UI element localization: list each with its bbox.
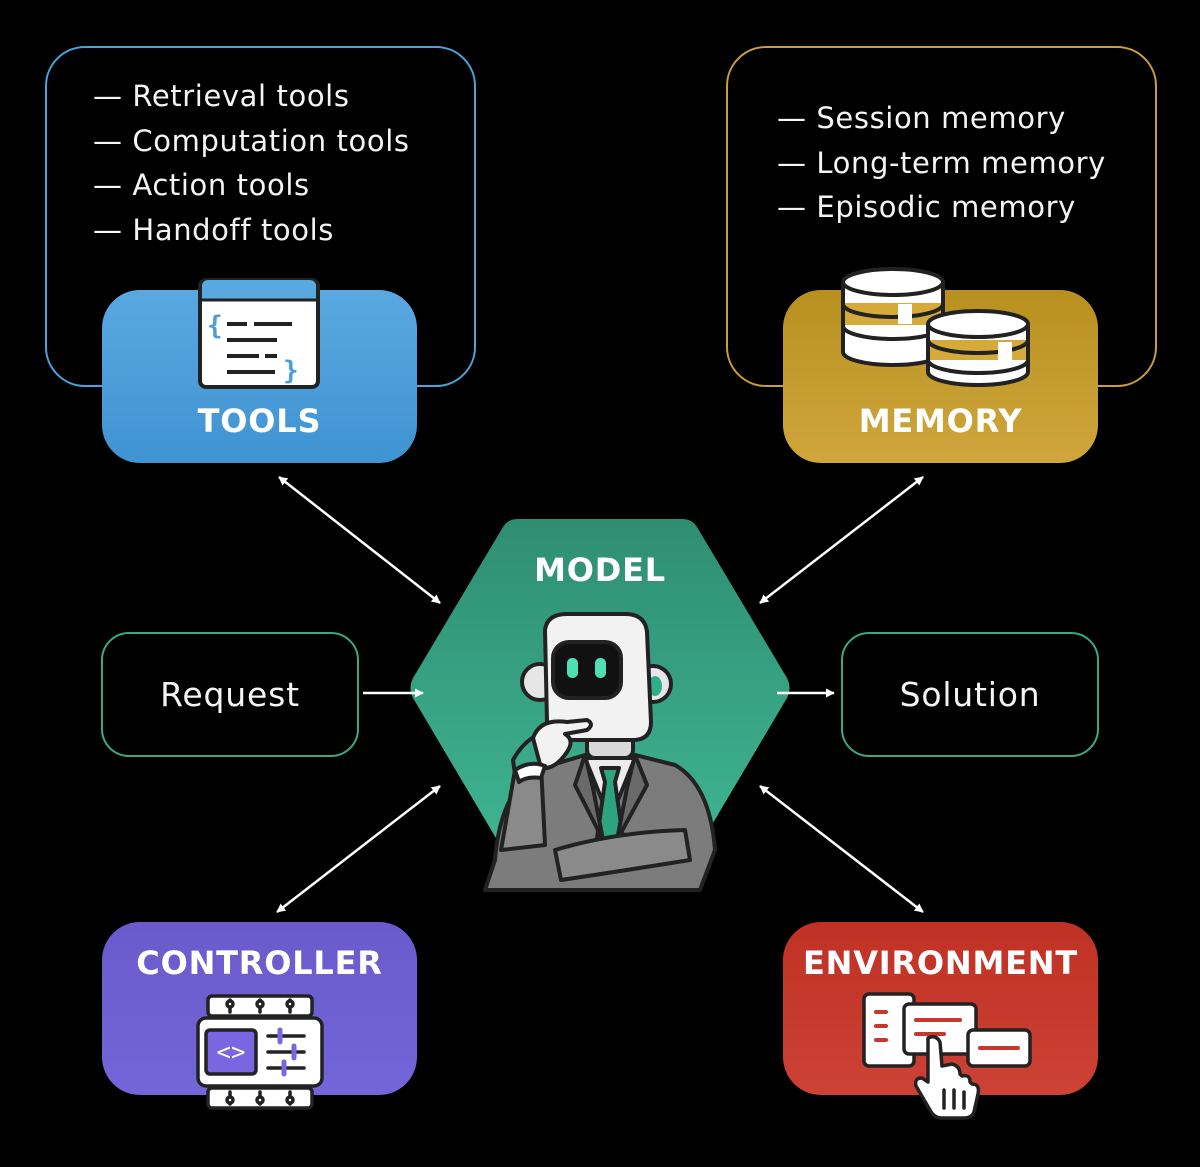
environment-model-arrow bbox=[759, 785, 924, 913]
interface-click-icon bbox=[862, 992, 1032, 1120]
tools-model-arrow bbox=[278, 476, 441, 604]
controller-title: CONTROLLER bbox=[136, 944, 383, 982]
tools-list-item: — Action tools bbox=[93, 168, 310, 202]
memory-list-item: — Session memory bbox=[777, 101, 1066, 135]
solution-box[interactable]: Solution bbox=[841, 632, 1099, 757]
tools-title: TOOLS bbox=[197, 402, 322, 440]
memory-model-arrow bbox=[759, 476, 924, 604]
tools-list: — Retrieval tools — Computation tools — … bbox=[93, 74, 410, 252]
memory-list-item: — Long-term memory bbox=[777, 145, 1106, 180]
tools-list-item: — Retrieval tools bbox=[93, 79, 350, 113]
chip-controller-icon: <> bbox=[196, 994, 324, 1110]
request-box[interactable]: Request bbox=[101, 632, 359, 757]
controller-model-arrow bbox=[276, 785, 441, 913]
svg-text:{: { bbox=[207, 311, 223, 341]
model-title: MODEL bbox=[534, 551, 666, 589]
thinking-robot-icon bbox=[483, 612, 717, 892]
tools-list-item: — Handoff tools bbox=[93, 212, 334, 247]
memory-list: — Session memory — Long-term memory — Ep… bbox=[777, 96, 1106, 230]
memory-title: MEMORY bbox=[858, 402, 1023, 440]
tools-list-item: — Computation tools bbox=[93, 123, 410, 158]
database-icon bbox=[841, 267, 1030, 387]
code-document-icon: { } bbox=[198, 278, 320, 389]
environment-title: ENVIRONMENT bbox=[802, 944, 1079, 982]
request-label: Request bbox=[160, 675, 300, 714]
svg-text:<>: <> bbox=[217, 1038, 246, 1066]
svg-text:}: } bbox=[283, 356, 299, 386]
solution-label: Solution bbox=[899, 675, 1041, 714]
memory-list-item: — Episodic memory bbox=[777, 190, 1076, 224]
